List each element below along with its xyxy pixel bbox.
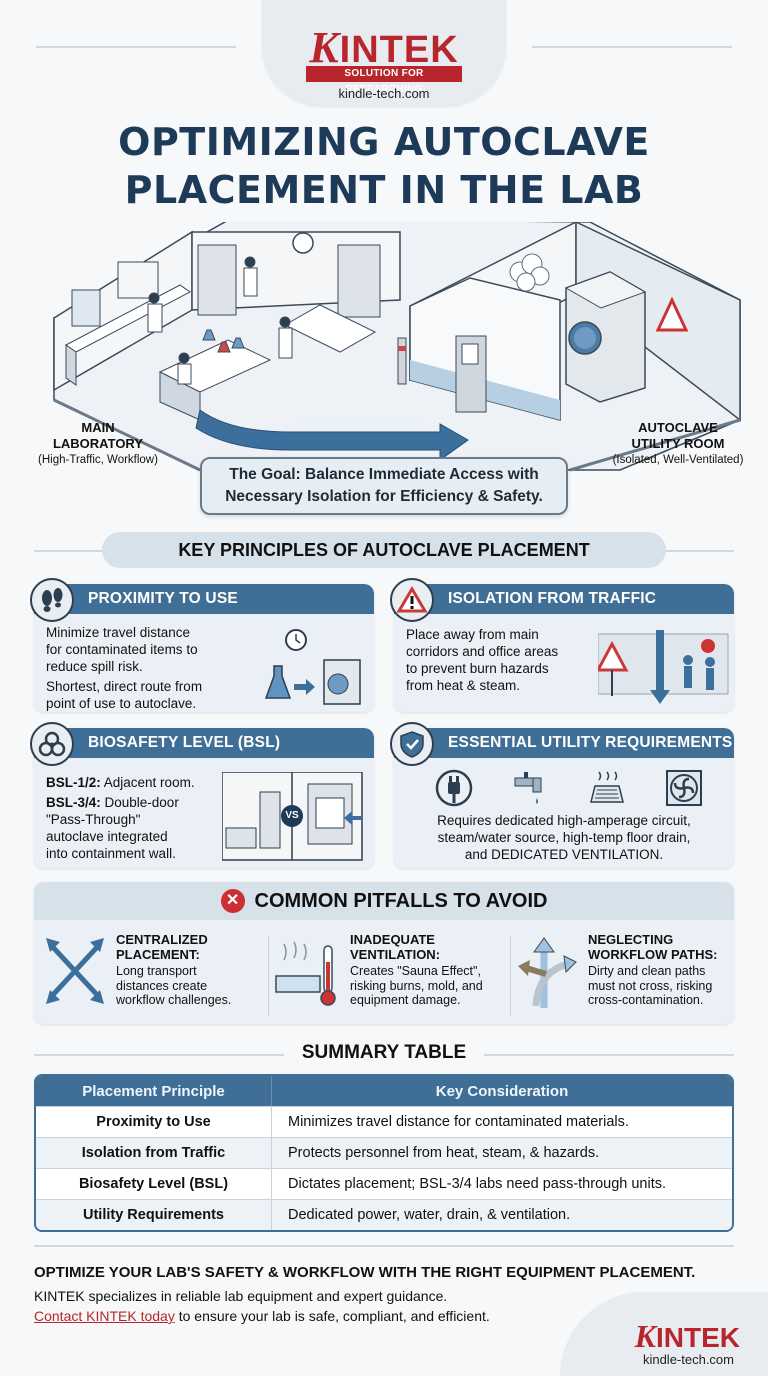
warning-icon bbox=[390, 578, 434, 622]
consideration-cell: Dictates placement; BSL-3/4 labs need pa… bbox=[272, 1168, 732, 1199]
table-row: Isolation from Traffic Protects personne… bbox=[36, 1137, 732, 1168]
footer-cta-heading: OPTIMIZE YOUR LAB'S SAFETY & WORKFLOW WI… bbox=[34, 1264, 696, 1281]
flask-to-autoclave-icon bbox=[264, 629, 361, 705]
principle-card-utility: ESSENTIAL UTILITY REQUIREMENTS Requires … bbox=[390, 722, 734, 868]
autoclave-room-label: AUTOCLAVE UTILITY ROOM (Isolated, Well-V… bbox=[612, 420, 744, 466]
footer-contact-line: Contact KINTEK today to ensure your lab … bbox=[34, 1308, 490, 1324]
column-header: Key Consideration bbox=[272, 1076, 732, 1106]
header-logo[interactable]: KINTEK SOLUTION FOR RESEARCHING kindle-t… bbox=[262, 0, 506, 106]
summary-rule-right bbox=[484, 1054, 734, 1056]
footer-divider bbox=[34, 1245, 734, 1247]
principle-card-biosafety: BIOSAFETY LEVEL (BSL) BSL-1/2: Adjacent … bbox=[30, 722, 374, 868]
bsl-comparison-illustration bbox=[222, 772, 363, 861]
pitfall-item-workflow: NEGLECTING WORKFLOW PATHS: Dirty and cle… bbox=[516, 932, 730, 1018]
faucet-icon bbox=[514, 772, 542, 804]
contact-kintek-link[interactable]: Contact KINTEK today bbox=[34, 1308, 175, 1324]
card-title: ISOLATION FROM TRAFFIC bbox=[448, 590, 657, 607]
summary-table: Placement Principle Key Consideration Pr… bbox=[34, 1074, 734, 1232]
footer-description: KINTEK specializes in reliable lab equip… bbox=[34, 1288, 448, 1304]
corridor-hazard-icon bbox=[598, 630, 729, 704]
header-rule-right bbox=[532, 46, 732, 48]
pitfall-divider bbox=[510, 936, 511, 1016]
principle-card-proximity: PROXIMITY TO USE Minimize travel distanc… bbox=[30, 578, 374, 712]
contaminated-items-arrow-label: Contaminated Items bbox=[300, 416, 426, 431]
plug-icon bbox=[435, 769, 473, 807]
error-x-icon: ✕ bbox=[220, 888, 245, 913]
card-description: BSL-1/2: Adjacent room. BSL-3/4: Double-… bbox=[46, 775, 195, 861]
principle-cell: Isolation from Traffic bbox=[36, 1137, 272, 1168]
card-header bbox=[34, 584, 374, 614]
crossed-arrows-icon bbox=[46, 938, 104, 1004]
table-header-row: Placement Principle Key Consideration bbox=[36, 1076, 732, 1106]
shield-check-icon bbox=[390, 722, 434, 766]
card-title: BIOSAFETY LEVEL (BSL) bbox=[88, 734, 281, 751]
principle-cell: Proximity to Use bbox=[36, 1106, 272, 1137]
vs-badge: VS bbox=[285, 810, 299, 821]
summary-rule-left bbox=[34, 1054, 284, 1056]
key-principles-heading: KEY PRINCIPLES OF AUTOCLAVE PLACEMENT bbox=[102, 532, 666, 568]
consideration-cell: Minimizes travel distance for contaminat… bbox=[272, 1106, 732, 1137]
pitfalls-heading: COMMON PITFALLS TO AVOID bbox=[254, 890, 548, 912]
section-rule-left bbox=[34, 550, 104, 552]
table-row: Biosafety Level (BSL) Dictates placement… bbox=[36, 1168, 732, 1199]
consideration-cell: Dedicated power, water, drain, & ventila… bbox=[272, 1199, 732, 1230]
card-header bbox=[394, 728, 734, 758]
principle-cell: Biosafety Level (BSL) bbox=[36, 1168, 272, 1199]
pitfalls-header: ✕ COMMON PITFALLS TO AVOID bbox=[34, 882, 734, 920]
floor-drain-icon bbox=[590, 771, 625, 803]
thermometer-steam-icon bbox=[275, 941, 336, 1006]
footer-logo-url[interactable]: kindle-tech.com bbox=[642, 1352, 734, 1367]
pitfall-item-ventilation: INADEQUATE VENTILATION: Creates "Sauna E… bbox=[274, 932, 504, 1018]
table-row: Utility Requirements Dedicated power, wa… bbox=[36, 1199, 732, 1230]
logo-tagline: SOLUTION FOR RESEARCHING bbox=[306, 66, 462, 95]
card-description: Place away from main corridors and offic… bbox=[406, 627, 559, 693]
goal-callout: The Goal: Balance Immediate Access with … bbox=[200, 457, 568, 515]
pitfalls-panel: ✕ COMMON PITFALLS TO AVOID CENTRALIZED PL… bbox=[34, 882, 734, 1024]
footprints-icon bbox=[30, 578, 74, 622]
logo-wordmark: KINTEK bbox=[309, 23, 459, 72]
card-description: Requires dedicated high-amperage circuit… bbox=[437, 813, 691, 862]
card-title: PROXIMITY TO USE bbox=[88, 590, 238, 607]
summary-table-heading: SUMMARY TABLE bbox=[301, 1042, 467, 1063]
main-lab-label: MAIN LABORATORY (High-Traffic, Workflow) bbox=[38, 420, 158, 466]
footer-logo-wordmark[interactable]: KINTEK bbox=[634, 1318, 740, 1354]
principle-card-isolation: ISOLATION FROM TRAFFIC Place away from m… bbox=[390, 578, 734, 712]
header-rule-left bbox=[36, 46, 236, 48]
table-row: Proximity to Use Minimizes travel distan… bbox=[36, 1106, 732, 1137]
principle-cell: Utility Requirements bbox=[36, 1199, 272, 1230]
card-title: ESSENTIAL UTILITY REQUIREMENTS bbox=[448, 734, 733, 751]
utility-icons-row bbox=[434, 768, 704, 810]
logo-url: kindle-tech.com bbox=[338, 86, 430, 101]
card-header bbox=[394, 584, 734, 614]
exhaust-fan-icon bbox=[665, 770, 702, 806]
card-description: Minimize travel distance for contaminate… bbox=[46, 625, 203, 711]
section-rule-right bbox=[664, 550, 734, 552]
biohazard-icon bbox=[30, 722, 74, 766]
page-title: OPTIMIZING AUTOCLAVE PLACEMENT IN THE LA… bbox=[118, 120, 650, 212]
consideration-cell: Protects personnel from heat, steam, & h… bbox=[272, 1137, 732, 1168]
crossing-paths-icon bbox=[518, 937, 577, 1008]
column-header: Placement Principle bbox=[36, 1076, 272, 1106]
card-header bbox=[34, 728, 374, 758]
pitfall-divider bbox=[268, 936, 269, 1016]
lab-floorplan-illustration bbox=[53, 222, 741, 472]
